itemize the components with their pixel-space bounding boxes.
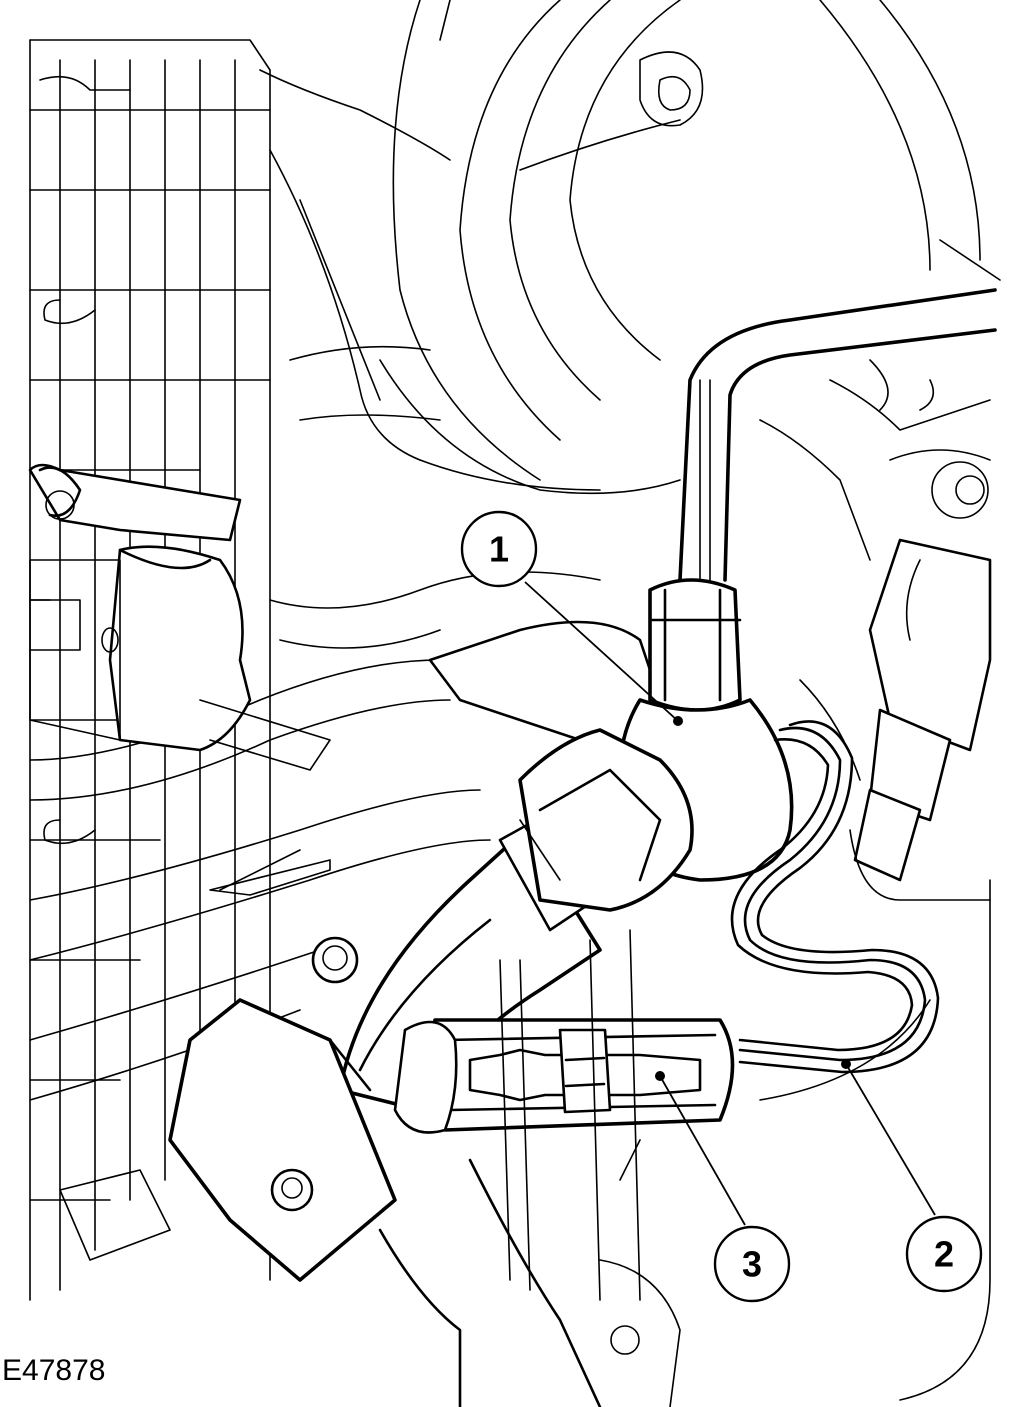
right-components — [759, 379, 992, 1401]
lower-bracket — [59, 936, 397, 1282]
lower-pipes — [378, 929, 681, 1407]
left-bracket — [28, 463, 331, 771]
leader-2 — [845, 1063, 936, 1216]
pulley-housing — [392, 0, 1001, 481]
callout-3-label: 3 — [742, 1244, 762, 1285]
callout-2: 2 — [905, 1215, 983, 1293]
callout-1: 1 — [460, 510, 538, 588]
background-hoses — [29, 69, 681, 1101]
callout-leaders — [524, 581, 936, 1226]
leader-3 — [659, 1075, 746, 1226]
callout-2-label: 2 — [934, 1234, 954, 1275]
callout-1-label: 1 — [489, 529, 509, 570]
callout-3: 3 — [713, 1225, 791, 1303]
figure-id: E47878 — [2, 1354, 106, 1387]
rigid-pipe — [678, 288, 997, 582]
pipe-union — [428, 578, 794, 912]
leader-1 — [524, 581, 679, 722]
